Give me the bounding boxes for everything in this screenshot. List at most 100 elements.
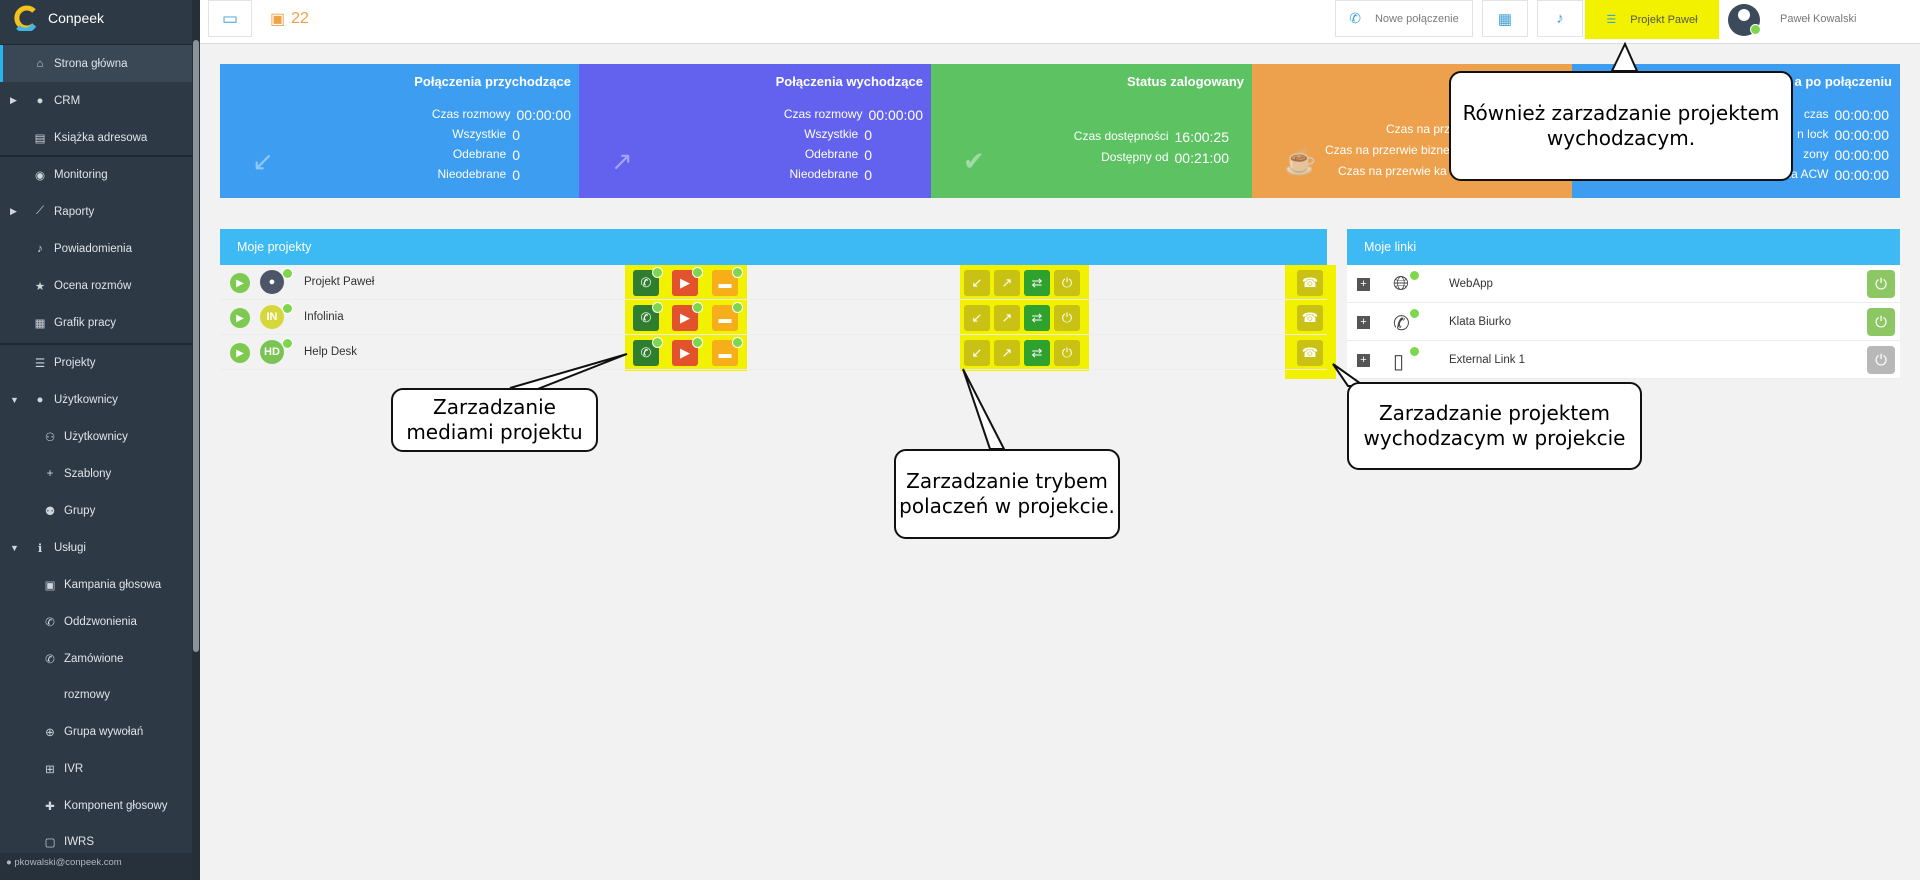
- status-online-dot: [692, 267, 703, 278]
- mode-inbound-button[interactable]: ↙: [964, 305, 990, 331]
- caret-down-icon: ▼: [10, 542, 19, 553]
- calendar-icon: ▦: [1497, 10, 1513, 28]
- power-button[interactable]: ⏻: [1867, 270, 1895, 298]
- sidebar-item-users[interactable]: ▼●Użytkownicy: [10, 393, 118, 406]
- mode-off-button[interactable]: ⏻: [1054, 340, 1080, 366]
- outbound-project-button[interactable]: ☎: [1297, 305, 1323, 331]
- expand-icon[interactable]: +: [1357, 278, 1370, 291]
- status-online-dot: [1409, 308, 1420, 319]
- bell-icon: ♪: [1556, 10, 1564, 27]
- eye-icon: ◉: [34, 169, 46, 182]
- sidebar-item-home[interactable]: ⌂Strona główna: [0, 45, 192, 82]
- project-selector-button[interactable]: ☰Projekt Paweł: [1585, 0, 1719, 39]
- status-online-dot: [282, 268, 293, 279]
- incoming-call-icon: ↙: [252, 146, 274, 176]
- play-icon[interactable]: ▶: [230, 273, 250, 293]
- new-call-button[interactable]: ✆Nowe połączenie: [1335, 0, 1473, 37]
- expand-icon[interactable]: +: [1357, 316, 1370, 329]
- mode-blended-button[interactable]: ⇄: [1024, 305, 1050, 331]
- mode-blended-button[interactable]: ⇄: [1024, 340, 1050, 366]
- outbound-project-button[interactable]: ☎: [1297, 340, 1323, 366]
- sidebar-item-projects[interactable]: ☰Projekty: [0, 344, 192, 381]
- ticket-counter[interactable]: ▣22: [270, 10, 309, 28]
- expand-icon[interactable]: +: [1357, 354, 1370, 367]
- address-card-icon: ▣: [44, 579, 56, 592]
- play-icon[interactable]: ▶: [230, 343, 250, 363]
- sidebar-item-call-rating[interactable]: ★Ocena rozmów: [0, 267, 192, 304]
- mode-outbound-button[interactable]: ↗: [994, 270, 1020, 296]
- project-row[interactable]: ▶ HD Help Desk: [220, 335, 1327, 370]
- calendar-button[interactable]: ▦: [1482, 0, 1528, 37]
- mode-off-button[interactable]: ⏻: [1054, 305, 1080, 331]
- sidebar-item-monitoring[interactable]: ◉Monitoring: [0, 156, 192, 193]
- sidebar-subitem-ivr[interactable]: ⊞IVR: [0, 750, 192, 787]
- user-name[interactable]: Paweł Kowalski: [1780, 13, 1857, 25]
- sidebar-subitem-voice-component[interactable]: ✚Komponent głosowy: [0, 787, 192, 824]
- sidebar-subitem-templates[interactable]: +Szablony: [0, 455, 192, 492]
- power-button[interactable]: ⏻: [1867, 308, 1895, 336]
- sidebar-subitem-users[interactable]: ⚇Użytkownicy: [0, 418, 192, 455]
- stat-title: Status zalogowany: [1126, 74, 1244, 89]
- sidebar-footer: ● pkowalski@conpeek.com: [0, 853, 200, 880]
- sidebar-scrollbar-thumb[interactable]: [193, 40, 199, 652]
- status-online-dot: [732, 302, 743, 313]
- project-row[interactable]: ▶ ● Projekt Paweł: [220, 265, 1327, 300]
- star-icon: ★: [34, 280, 46, 293]
- stat-title: a po połączeniu: [1794, 74, 1892, 89]
- mobile-icon: ▯: [1393, 351, 1405, 373]
- avatar[interactable]: [1728, 4, 1761, 36]
- mode-inbound-button[interactable]: ↙: [964, 270, 990, 296]
- phone-ring-icon: ✆: [45, 653, 55, 666]
- sidebar-subitem-call-group[interactable]: ⊕Grupa wywołań: [0, 713, 192, 750]
- sidebar-subitem-iwrs[interactable]: ▢IWRS: [0, 823, 192, 860]
- callout-media: Zarzadzanie mediami projektu: [391, 388, 598, 452]
- mode-outbound-button[interactable]: ↗: [994, 340, 1020, 366]
- sidebar-item-reports[interactable]: ▶⟋Raporty: [10, 205, 95, 218]
- sidebar-subitem-callbacks[interactable]: ✆Oddzwonienia: [0, 603, 192, 640]
- calendar-icon: ▦: [34, 317, 46, 330]
- outbound-project-button[interactable]: ☎: [1297, 270, 1323, 296]
- monitor-button[interactable]: ▭: [208, 0, 252, 37]
- avatar: ●: [260, 270, 284, 294]
- caret-down-icon: ▼: [10, 394, 19, 405]
- link-row[interactable]: + 🌐︎ WebApp ⏻: [1347, 265, 1900, 303]
- sidebar-subitem-groups[interactable]: ⚉Grupy: [0, 492, 192, 529]
- sidebar-subitem-ordered-calls[interactable]: ✆Zamówione: [0, 640, 192, 677]
- link-row[interactable]: + ✆ Klata Biurko ⏻: [1347, 303, 1900, 341]
- mode-off-button[interactable]: ⏻: [1054, 270, 1080, 296]
- notifications-button[interactable]: ♪: [1537, 0, 1583, 37]
- sidebar-item-address-book[interactable]: ▤Książka adresowa: [0, 119, 192, 156]
- mode-blended-button[interactable]: ⇄: [1024, 270, 1050, 296]
- list-icon: ☰: [34, 357, 46, 370]
- sidebar-item-crm[interactable]: ▶●CRM: [10, 94, 81, 107]
- project-row[interactable]: ▶ IN Infolinia: [220, 300, 1327, 335]
- avatar: IN: [260, 305, 284, 329]
- link-row[interactable]: + ▯ External Link 1 ⏻: [1347, 341, 1900, 379]
- status-online-dot: [282, 303, 293, 314]
- list-check-icon: ☰: [1606, 14, 1617, 26]
- status-online-dot: [732, 337, 743, 348]
- links-panel-header: Moje linki: [1347, 229, 1900, 265]
- sidebar-divider: [0, 155, 192, 157]
- mode-outbound-button[interactable]: ↗: [994, 305, 1020, 331]
- puzzle-icon: ✚: [45, 800, 55, 813]
- sidebar-item-notifications[interactable]: ♪Powiadomienia: [0, 230, 192, 267]
- home-icon: ⌂: [36, 57, 44, 70]
- status-online-dot: [1409, 346, 1420, 357]
- user-icon: ●: [36, 94, 44, 107]
- power-button[interactable]: ⏻: [1867, 346, 1895, 374]
- globe-icon: 🌐︎: [1393, 273, 1409, 295]
- phone-icon: ✆: [1349, 10, 1361, 26]
- avatar: HD: [260, 340, 284, 364]
- user-small-icon: ●: [6, 857, 12, 868]
- sidebar-subitem-ordered-calls-line2[interactable]: rozmowy: [64, 688, 111, 701]
- conpeek-logo-icon[interactable]: [12, 5, 38, 33]
- status-online-dot: [692, 337, 703, 348]
- mode-inbound-button[interactable]: ↙: [964, 340, 990, 366]
- sidebar-item-schedule[interactable]: ▦Grafik pracy: [0, 304, 192, 341]
- sidebar-subitem-voice-campaign[interactable]: ▣Kampania głosowa: [0, 566, 192, 603]
- play-icon[interactable]: ▶: [230, 308, 250, 328]
